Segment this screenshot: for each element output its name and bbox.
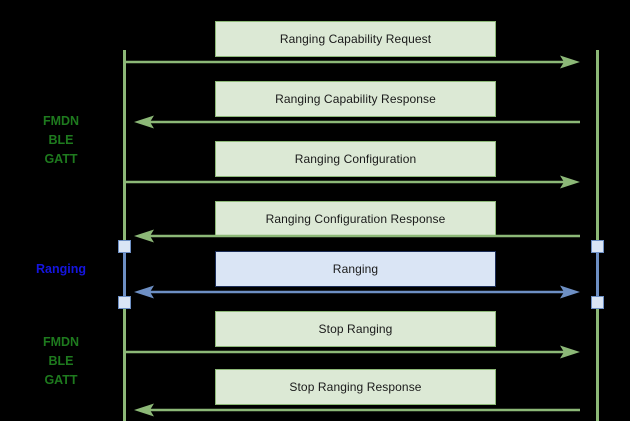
message-label: Ranging Configuration Response	[265, 212, 446, 226]
message-box-ranging-capability-request[interactable]: Ranging Capability Request	[215, 21, 496, 57]
message-box-ranging[interactable]: Ranging	[215, 251, 496, 287]
arrow-stop-ranging-response	[134, 403, 580, 417]
phase-label-line: Ranging	[36, 262, 86, 276]
phase-label-line: BLE	[48, 133, 74, 147]
message-label: Stop Ranging Response	[289, 380, 422, 394]
left-activation-node-end	[118, 296, 131, 309]
right-activation-node-end	[591, 296, 604, 309]
phase-label-line: GATT	[44, 373, 78, 387]
left-activation-bar	[123, 246, 126, 302]
message-label: Ranging Capability Request	[279, 32, 432, 46]
arrow-ranging-bidirectional	[134, 285, 580, 299]
phase-label-gatt-bottom: FMDN BLE GATT	[14, 333, 108, 390]
phase-label-line: FMDN	[42, 335, 80, 349]
message-label: Ranging	[332, 262, 379, 276]
message-label: Stop Ranging	[318, 322, 393, 336]
arrow-stop-ranging	[126, 345, 580, 359]
message-box-stop-ranging-response[interactable]: Stop Ranging Response	[215, 369, 496, 405]
message-box-stop-ranging[interactable]: Stop Ranging	[215, 311, 496, 347]
phase-label-ranging: Ranging	[14, 260, 108, 279]
arrow-ranging-configuration	[126, 175, 580, 189]
left-lifeline	[123, 50, 126, 421]
message-label: Ranging Capability Response	[275, 92, 436, 106]
message-box-ranging-configuration[interactable]: Ranging Configuration	[215, 141, 496, 177]
message-label: Ranging Configuration	[294, 152, 417, 166]
message-box-ranging-capability-response[interactable]: Ranging Capability Response	[215, 81, 496, 117]
arrow-ranging-capability-request	[126, 55, 580, 69]
right-lifeline	[596, 50, 599, 421]
phase-label-line: BLE	[48, 354, 74, 368]
phase-label-line: FMDN	[42, 114, 80, 128]
phase-label-line: GATT	[44, 152, 78, 166]
arrow-ranging-capability-response	[134, 115, 580, 129]
arrow-ranging-configuration-response	[134, 229, 580, 243]
left-activation-node-start	[118, 240, 131, 253]
right-activation-bar	[596, 246, 599, 302]
phase-label-gatt-top: FMDN BLE GATT	[14, 112, 108, 169]
message-box-ranging-configuration-response[interactable]: Ranging Configuration Response	[215, 201, 496, 237]
right-activation-node-start	[591, 240, 604, 253]
